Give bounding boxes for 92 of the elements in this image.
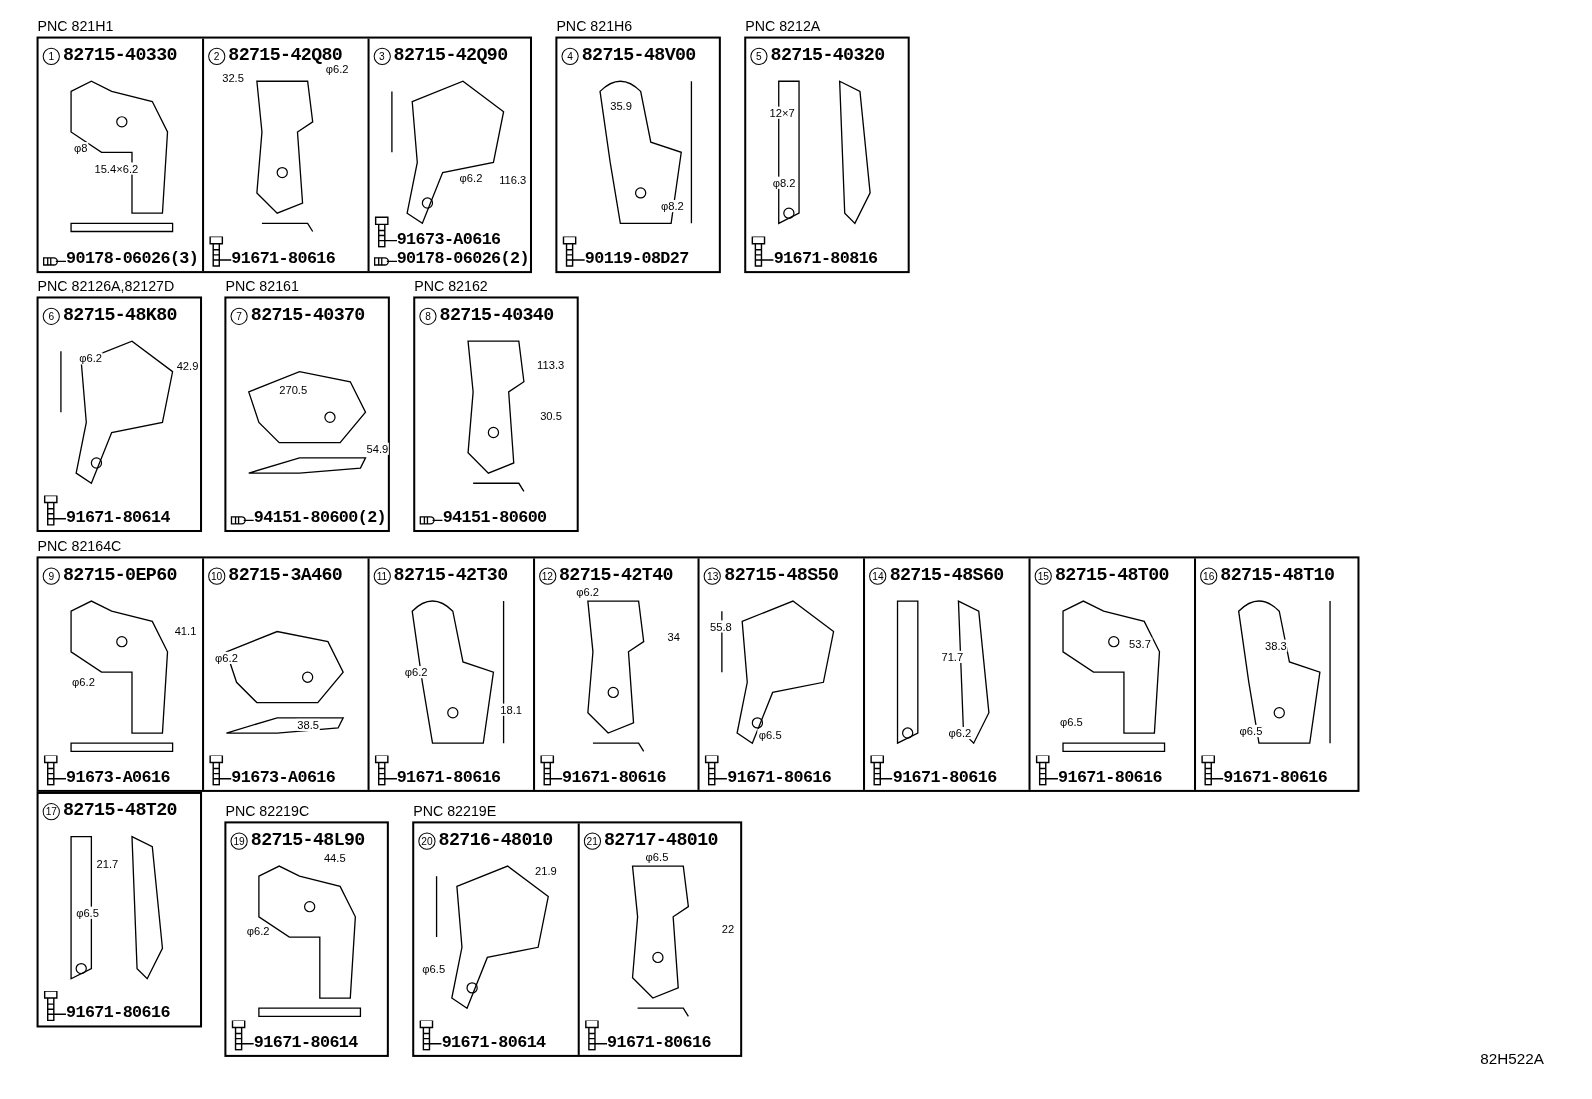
group-heading: PNC 821H6 [556,18,633,35]
dimension-label: 41.1 [173,624,198,637]
fastener-part-number: 91673-A0616 [396,229,501,249]
group-heading: PNC 821H1 [37,18,114,35]
part-number: 82715-42Q80 [228,43,343,65]
fastener-part-number: 91671-80616 [231,248,336,269]
fastener-part-number: 90178-06026(3) [66,248,199,269]
dimension-label: φ8.2 [659,200,685,213]
part-number: 82715-48K80 [62,303,177,326]
fastener-part-number: 91671-80614 [441,1032,546,1052]
part-number: 82715-48S60 [889,563,1004,586]
dimension-label: 71.7 [940,650,965,663]
part-number: 82715-3A460 [228,563,343,586]
part-number: 82715-48S50 [724,563,839,586]
part-number: 82715-40320 [770,43,885,66]
part-number: 82715-40340 [439,303,554,326]
part-number: 82717-48010 [603,828,718,851]
part-number: 82715-40330 [62,43,177,66]
dimension-label: φ6.5 [75,906,100,919]
dimension-label: φ6.5 [421,962,447,975]
dimension-label: φ6.5 [1059,715,1084,728]
dimension-label: 21.9 [534,865,558,878]
dimension-label: 21.7 [95,857,120,871]
part-number: 82715-48T20 [62,799,177,822]
dimension-label: φ6.5 [757,729,783,742]
dimension-label: 44.5 [322,851,347,864]
fastener-part-number: 91673-A0616 [231,767,336,787]
group-heading: PNC 82126A,82127D [37,278,175,295]
group-heading: PNC 8212A [745,18,821,35]
part-number: 82715-0EP60 [62,563,177,586]
dimension-label: φ6.5 [1238,724,1264,738]
fastener-part-number: 91671-80616 [607,1032,711,1052]
dimension-label: 38.3 [1264,639,1288,652]
dimension-label: 42.9 [175,359,200,372]
dimension-label: 34 [666,630,682,643]
fastener-part-number: 91671-80616 [892,767,997,787]
dimension-label: φ6.5 [644,850,670,863]
group-heading: PNC 82164C [37,538,122,555]
group-heading: PNC 82219E [413,803,497,820]
part-number: 82716-48010 [438,828,553,851]
group-heading: PNC 82162 [414,278,488,295]
part-number: 82715-40370 [250,303,365,326]
dimension-label: φ6.2 [78,352,103,365]
fastener-part-number: 91671-80614 [66,507,170,527]
fastener-part-number: 91671-80614 [253,1032,358,1052]
fastener-part-number: 91671-80616 [1223,767,1328,787]
part-number: 82715-48T10 [1220,563,1335,586]
fastener-part-number: 94151-80600(2) [253,507,387,527]
dimension-label: 54.9 [365,442,390,455]
fastener-part-number: 91671-80616 [396,767,501,787]
dimension-label: 113.3 [536,358,566,371]
dimension-label: φ6.2 [575,585,601,598]
fastener-part-number: 94151-80600 [442,507,547,527]
part-number: 82715-48L90 [250,828,365,851]
part-number: 82715-42T30 [393,563,508,586]
dimension-label: 116.3 [498,173,528,186]
group-heading: PNC 82161 [225,278,299,295]
fastener-part-number: 91673-A0616 [66,767,170,787]
dimension-label: 22 [720,922,736,936]
fastener-part-number: 91671-80616 [562,767,666,787]
dimension-label: 12×7 [768,106,796,119]
dimension-label: 270.5 [278,383,309,396]
dimension-label: 32.5 [221,72,245,85]
part-number: 82715-48T00 [1055,563,1169,586]
group-heading: PNC 82219C [225,803,310,820]
dimension-label: φ6.2 [214,651,239,664]
dimension-label: φ6.2 [947,726,973,740]
dimension-label: 18.1 [499,703,523,716]
dimension-label: 15.4×6.2 [93,162,140,175]
fastener-part-number: 90119-08D27 [584,248,689,269]
dimension-label: φ6.2 [403,666,429,679]
part-number: 82715-42Q90 [393,43,508,66]
dimension-label: φ6.2 [71,676,96,689]
dimension-label: φ6.2 [324,62,350,76]
dimension-label: φ6.2 [245,924,271,938]
dimension-label: 53.7 [1128,637,1152,650]
part-number: 82715-42T40 [558,563,673,586]
dimension-label: 38.5 [296,718,321,731]
dimension-label: 55.8 [709,620,733,633]
dimension-label: φ6.2 [458,171,484,184]
fastener-part-number: 91671-80616 [1058,767,1162,787]
fastener-part-number: 91671-80616 [727,767,832,787]
part-panel [36,791,203,1028]
fastener-part-number: 90178-06026(2) [396,248,529,269]
dimension-label: 30.5 [539,410,563,423]
dimension-label: φ8.2 [771,176,797,189]
drawing-code: 82H522A [1480,1049,1544,1068]
fastener-part-number: 91671-80616 [66,1003,170,1023]
dimension-label: 35.9 [609,99,633,112]
dimension-label: φ8 [73,142,89,155]
part-number: 82715-48V00 [581,43,696,66]
fastener-part-number: 91671-80816 [773,248,878,269]
